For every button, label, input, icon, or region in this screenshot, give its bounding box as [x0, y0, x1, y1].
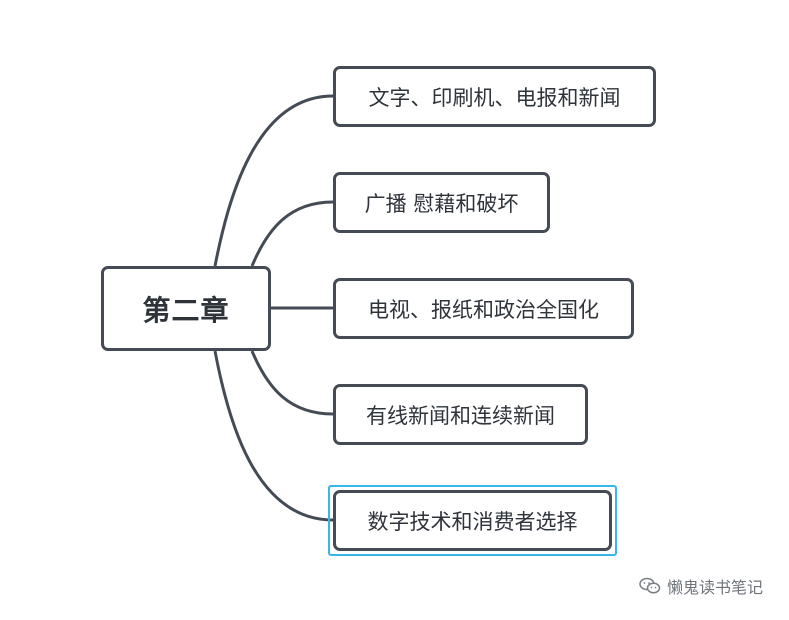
branch-node-4[interactable]: 有线新闻和连续新闻: [333, 384, 588, 445]
watermark-text: 懒鬼读书笔记: [666, 578, 763, 597]
branch-node-5[interactable]: 数字技术和消费者选择: [333, 490, 612, 551]
branch-node-3[interactable]: 电视、报纸和政治全国化: [333, 278, 634, 339]
branch-node-label: 电视、报纸和政治全国化: [368, 297, 599, 322]
connector-branch-5: [213, 350, 334, 522]
wechat-icon: [639, 577, 661, 594]
connector-branch-1: [213, 94, 334, 267]
branch-node-1[interactable]: 文字、印刷机、电报和新闻: [333, 66, 656, 127]
branch-node-label: 数字技术和消费者选择: [367, 509, 578, 534]
root-node[interactable]: 第二章: [101, 266, 271, 351]
connector-branch-4: [250, 350, 334, 416]
branch-node-label: 广播 慰藉和破坏: [364, 191, 519, 216]
root-node-label: 第二章: [142, 293, 230, 327]
branch-node-2[interactable]: 广播 慰藉和破坏: [333, 172, 550, 233]
branch-node-label: 文字、印刷机、电报和新闻: [368, 85, 621, 110]
branch-node-label: 有线新闻和连续新闻: [366, 403, 555, 428]
watermark: 懒鬼读书笔记: [639, 574, 763, 598]
connector-branch-2: [250, 200, 334, 267]
